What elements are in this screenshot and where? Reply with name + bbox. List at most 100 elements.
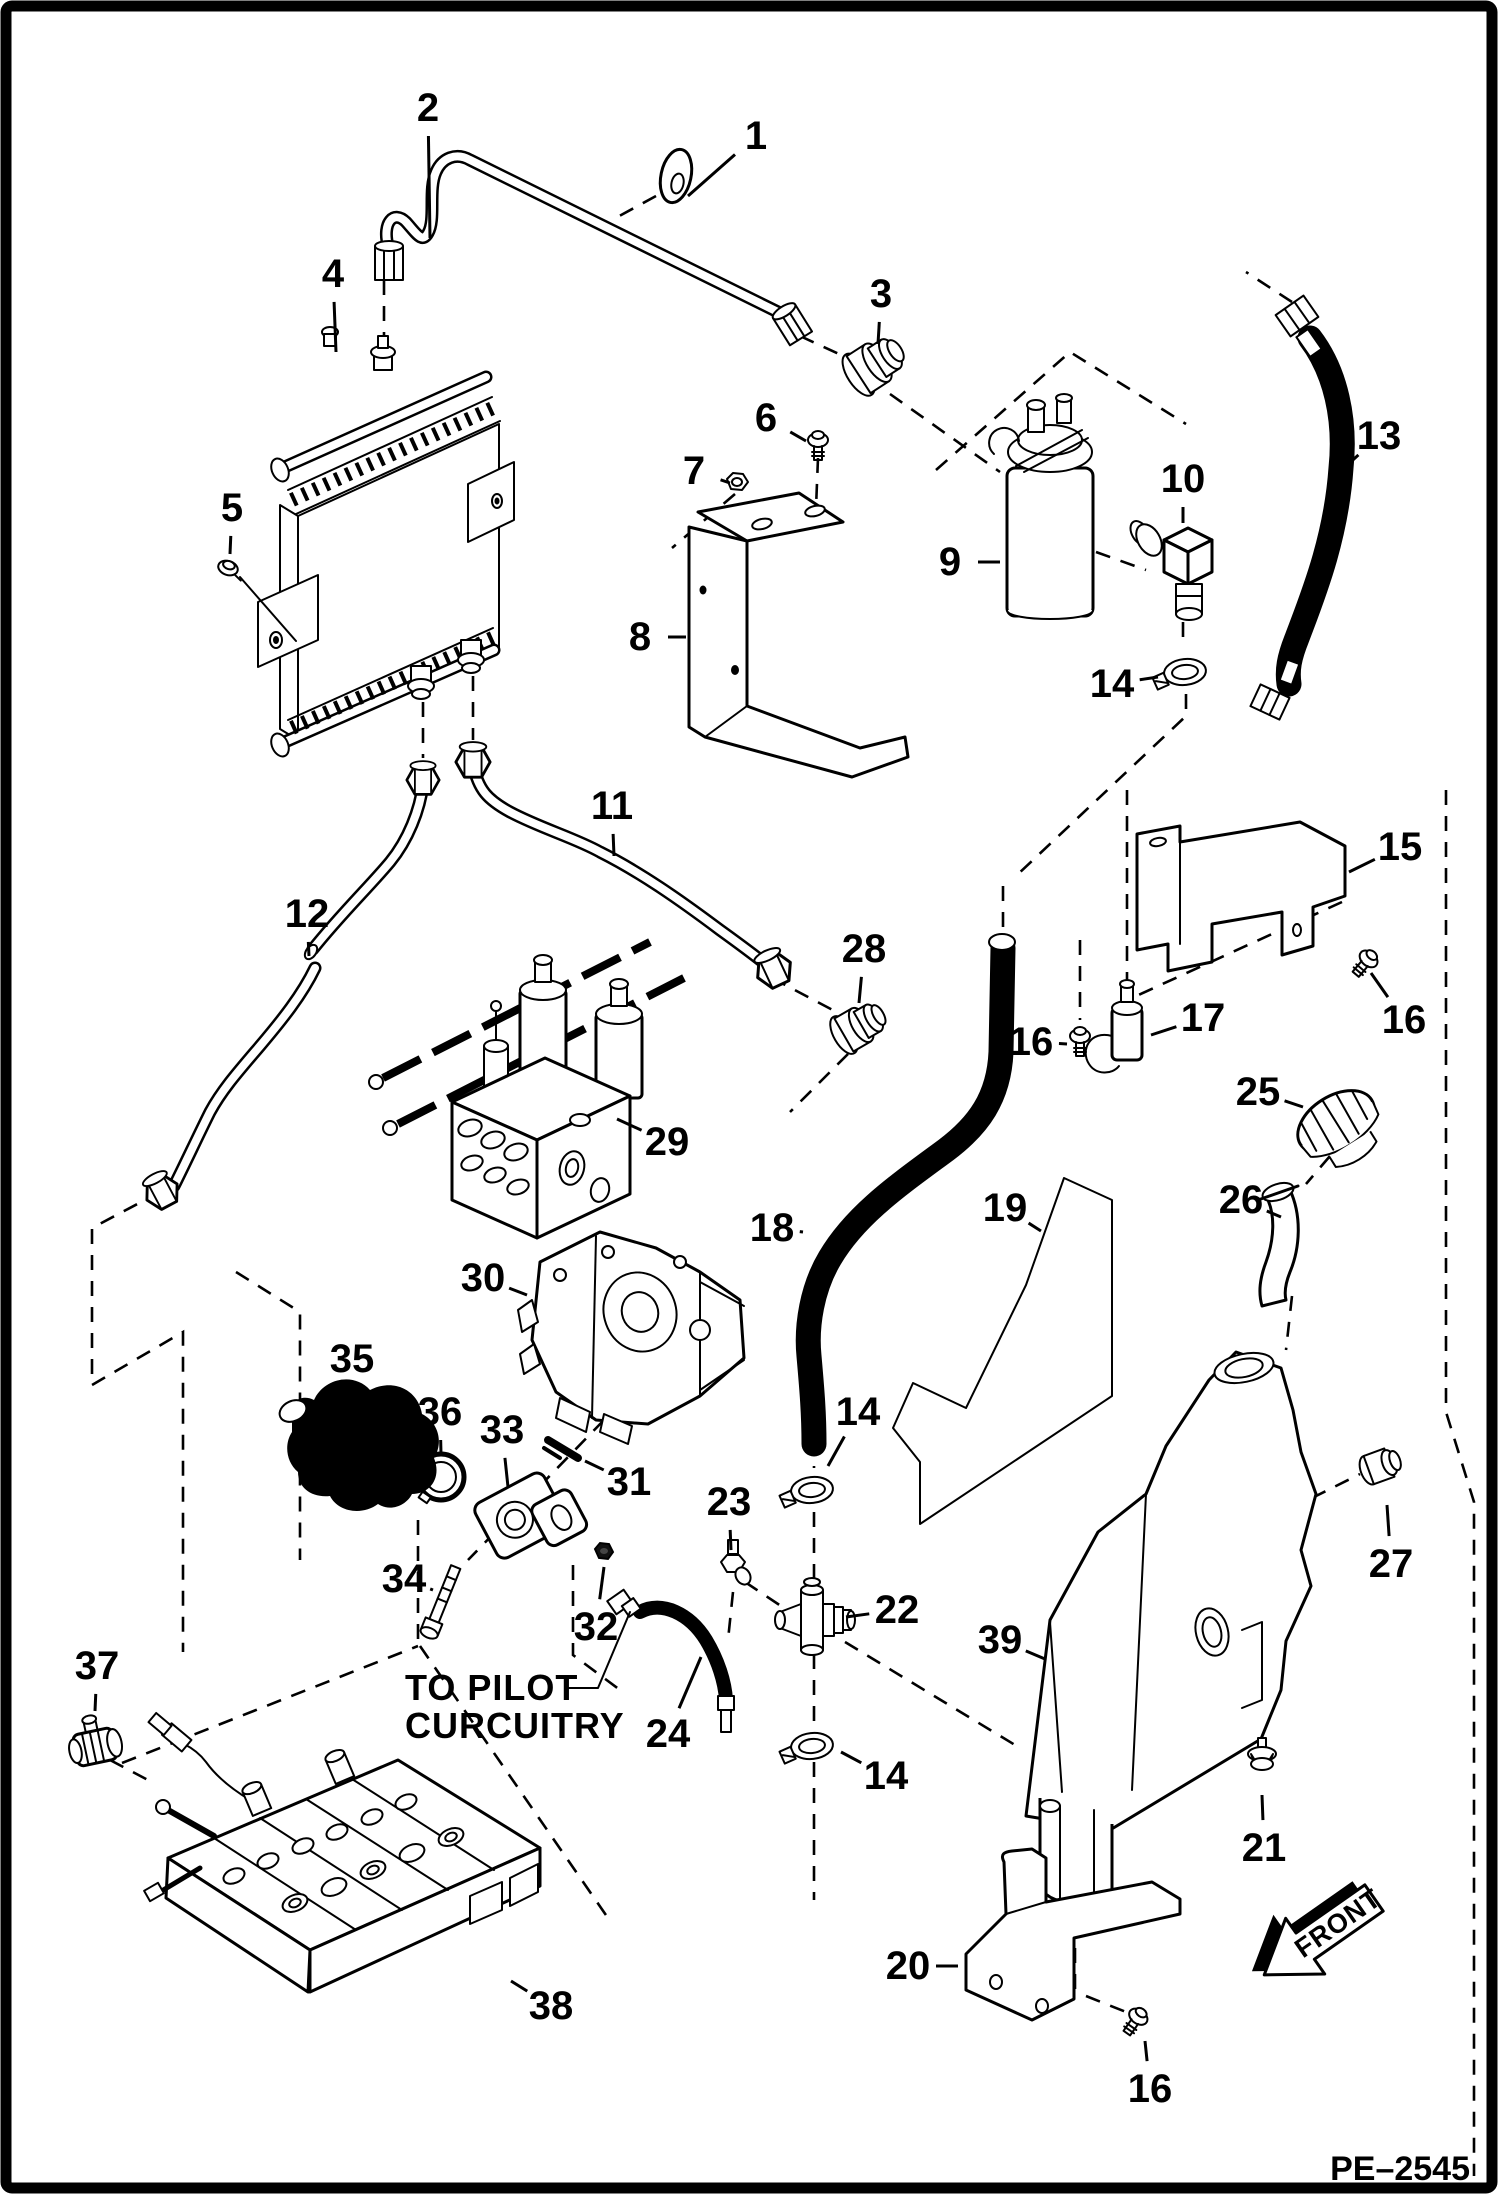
callout-leader-39 xyxy=(1025,1649,1046,1661)
callout-10: 10 xyxy=(1161,457,1206,501)
callout-26: 26 xyxy=(1219,1178,1264,1222)
callout-leader-37 xyxy=(93,1693,98,1712)
callout-29: 29 xyxy=(645,1120,690,1164)
callout-13: 13 xyxy=(1357,414,1402,458)
callout-leader-28 xyxy=(857,976,863,1004)
note-line-1: TO PILOT xyxy=(405,1667,578,1708)
part-6-bolt xyxy=(807,430,829,461)
callout-leader-26 xyxy=(1266,1209,1282,1219)
callout-leader-21 xyxy=(1260,1794,1265,1821)
part-32-nut xyxy=(593,1541,615,1561)
callout-17: 17 xyxy=(1181,996,1226,1040)
callout-leader-33 xyxy=(503,1457,510,1488)
part-24-pilot-hose xyxy=(606,1588,735,1733)
callout-18: 18 xyxy=(750,1206,795,1250)
part-19-panel xyxy=(892,1177,1113,1525)
callout-32: 32 xyxy=(574,1605,619,1649)
part-18-hose xyxy=(795,933,1016,1457)
callout-leader-31 xyxy=(584,1459,605,1472)
part-10-elbow-fitting xyxy=(1129,520,1214,621)
callout-leader-2 xyxy=(426,135,432,239)
callout-leader-14 xyxy=(1139,675,1159,682)
part-38-valve-bank xyxy=(143,1711,542,1994)
part-33-flanged-elbow xyxy=(473,1471,589,1560)
callout-leader-14 xyxy=(840,1750,863,1765)
part-16-bolt xyxy=(1347,944,1384,982)
callout-leader-1 xyxy=(687,153,736,198)
callout-leader-22 xyxy=(845,1612,870,1619)
callout-leader-16 xyxy=(1369,972,1390,998)
part-34-bolt xyxy=(419,1564,462,1640)
part-1-washer xyxy=(658,147,694,205)
callout-14: 14 xyxy=(836,1390,881,1434)
callout-38: 38 xyxy=(529,1984,574,2028)
callout-6: 6 xyxy=(755,396,777,440)
part-23-fitting xyxy=(720,1539,752,1586)
callout-1: 1 xyxy=(745,114,767,158)
callout-leader-3 xyxy=(876,321,881,345)
part-13-hose xyxy=(1249,294,1355,721)
part-21-bolt xyxy=(1247,1737,1277,1771)
part-25-cap xyxy=(1296,1089,1380,1168)
part-35-elbow xyxy=(278,1379,439,1511)
callout-15: 15 xyxy=(1378,825,1423,869)
callout-21: 21 xyxy=(1242,1826,1287,1870)
callout-19: 19 xyxy=(983,1186,1028,1230)
callout-leader-25 xyxy=(1284,1099,1304,1109)
construction-lines xyxy=(90,194,1476,2176)
part-26-filler-tube xyxy=(1256,1181,1300,1308)
callout-25: 25 xyxy=(1236,1070,1281,1114)
callout-35: 35 xyxy=(330,1337,375,1381)
callout-2: 2 xyxy=(417,86,439,130)
callout-30: 30 xyxy=(461,1256,506,1300)
callout-24: 24 xyxy=(646,1712,691,1756)
part-3-fitting xyxy=(841,338,905,397)
callout-leader-30 xyxy=(508,1286,528,1297)
part-20-bracket xyxy=(964,1847,1182,2022)
callout-14: 14 xyxy=(1090,662,1135,706)
part-39-tank xyxy=(1024,1350,1318,1908)
callout-leader-11 xyxy=(611,833,616,857)
part-16-bolt xyxy=(1069,1026,1091,1057)
callout-34: 34 xyxy=(382,1557,427,1601)
callout-7: 7 xyxy=(683,449,705,493)
pilot-note: TO PILOT CURCUITRY xyxy=(405,1611,631,1746)
callout-leader-5 xyxy=(228,535,233,555)
callout-23: 23 xyxy=(707,1480,752,1524)
callout-36: 36 xyxy=(418,1390,463,1434)
drawing-number: PE–2545 xyxy=(1330,2150,1470,2188)
callout-leader-34 xyxy=(429,1587,434,1592)
callout-3: 3 xyxy=(870,272,892,316)
callout-37: 37 xyxy=(75,1644,120,1688)
callout-leader-12 xyxy=(306,941,311,957)
part-17-clamp-bracket xyxy=(1084,979,1144,1074)
callout-leader-6 xyxy=(789,430,807,443)
callout-33: 33 xyxy=(480,1408,525,1452)
callout-27: 27 xyxy=(1369,1542,1414,1586)
part-14-clamp xyxy=(776,1729,836,1766)
part-28-fitting xyxy=(829,1003,887,1055)
callout-20: 20 xyxy=(886,1944,931,1988)
callout-leader-23 xyxy=(728,1529,733,1551)
callout-31: 31 xyxy=(607,1460,652,1504)
callout-leader-13 xyxy=(1340,453,1360,472)
callout-leader-14 xyxy=(826,1435,846,1467)
callout-11: 11 xyxy=(591,784,633,828)
callout-16: 16 xyxy=(1128,2067,1173,2111)
part-4-oil-cooler xyxy=(257,326,515,758)
part-7-nut xyxy=(726,472,749,491)
front-arrow: FRONT xyxy=(1251,1881,1387,1977)
part-27-plug xyxy=(1358,1447,1402,1486)
callout-leader-15 xyxy=(1348,857,1376,874)
part-16-bolt xyxy=(1117,2002,1153,2040)
part-8-bracket xyxy=(687,491,910,779)
note-line-2: CURCUITRY xyxy=(405,1705,625,1746)
part-15-bracket xyxy=(1135,820,1347,973)
callout-16: 16 xyxy=(1009,1020,1054,1064)
part-31-pin xyxy=(542,1436,582,1462)
part-29-valve-block xyxy=(368,938,686,1240)
callout-16: 16 xyxy=(1382,998,1427,1042)
